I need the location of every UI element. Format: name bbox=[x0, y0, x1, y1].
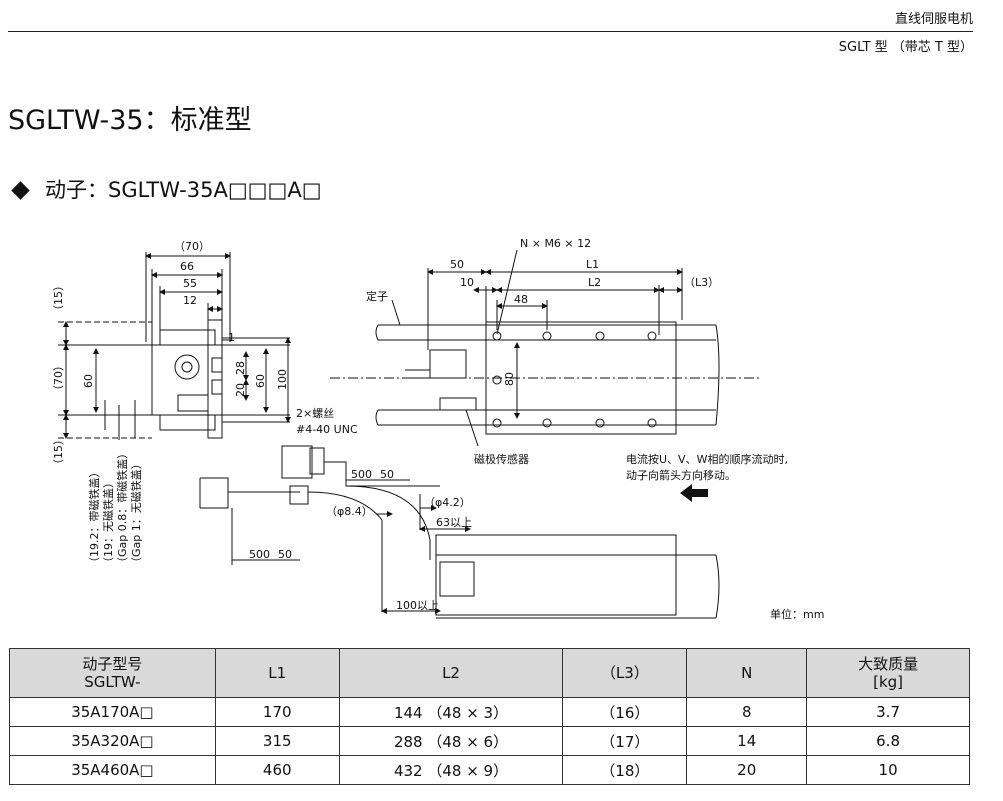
svg-text:60: 60 bbox=[82, 374, 95, 388]
svg-text:电流按U、V、W相的顺序流动时,: 电流按U、V、W相的顺序流动时, bbox=[626, 452, 788, 466]
svg-text:单位：mm: 单位：mm bbox=[770, 607, 824, 621]
svg-text:10: 10 bbox=[460, 276, 474, 289]
svg-text:#4-40 UNC: #4-40 UNC bbox=[296, 423, 358, 436]
svg-text:（L3）: （L3） bbox=[684, 276, 719, 289]
col-n: N bbox=[686, 648, 808, 698]
svg-text:（70）: （70） bbox=[174, 240, 210, 253]
svg-text:L1: L1 bbox=[586, 258, 599, 271]
direction-arrow-icon bbox=[680, 484, 708, 502]
svg-text:50: 50 bbox=[450, 258, 464, 271]
svg-text:动子向箭头方向移动。: 动子向箭头方向移动。 bbox=[626, 468, 736, 482]
svg-text:80: 80 bbox=[503, 372, 516, 386]
svg-text:20: 20 bbox=[234, 383, 247, 397]
svg-text:（φ4.2）: （φ4.2） bbox=[424, 496, 471, 509]
header-category: 直线伺服电机 bbox=[894, 12, 973, 27]
col-l3: （L3） bbox=[562, 648, 688, 698]
svg-text:（15）: （15） bbox=[52, 280, 65, 316]
col-l1: L1 bbox=[214, 648, 340, 698]
svg-text:50: 50 bbox=[278, 548, 292, 561]
svg-text:（70）: （70） bbox=[52, 360, 65, 396]
svg-text:（19.2：带磁铁盖）: （19.2：带磁铁盖） bbox=[87, 467, 101, 569]
svg-text:（Gap 1：无磁铁盖）: （Gap 1：无磁铁盖） bbox=[129, 458, 143, 568]
svg-text:28: 28 bbox=[234, 361, 247, 375]
mounting-holes bbox=[492, 331, 657, 428]
svg-text:50: 50 bbox=[380, 468, 394, 481]
svg-text:60: 60 bbox=[254, 374, 267, 388]
svg-text:100: 100 bbox=[276, 369, 289, 390]
table-row: 35A170A□ 170 144 （48 × 3） （16） 8 3.7 bbox=[9, 697, 970, 727]
svg-text:1: 1 bbox=[228, 331, 235, 344]
svg-text:（φ8.4）: （φ8.4） bbox=[326, 505, 373, 518]
svg-text:66: 66 bbox=[180, 260, 194, 273]
table-row: 35A320A□ 315 288 （48 × 6） （17） 14 6.8 bbox=[9, 726, 970, 756]
svg-text:55: 55 bbox=[183, 277, 197, 290]
svg-text:100以上: 100以上 bbox=[396, 599, 439, 612]
page-title: SGLTW-35：标准型 bbox=[8, 105, 252, 136]
table-row: 35A460A□ 460 432 （48 × 9） （18） 20 10 bbox=[9, 755, 970, 785]
svg-text:N × M6 × 12: N × M6 × 12 bbox=[520, 237, 591, 250]
connector-circle bbox=[174, 354, 200, 380]
section-heading-text: 动子：SGLTW-35A□□□A□ bbox=[45, 178, 322, 202]
svg-text:（19：无磁铁盖）: （19：无磁铁盖） bbox=[101, 477, 115, 568]
svg-text:12: 12 bbox=[183, 294, 197, 307]
svg-text:500: 500 bbox=[249, 548, 270, 561]
lower-view-body bbox=[435, 534, 677, 616]
svg-text:L2: L2 bbox=[588, 276, 601, 289]
header-rule bbox=[8, 31, 973, 32]
col-l2: L2 bbox=[338, 648, 564, 698]
svg-text:63以上: 63以上 bbox=[436, 516, 472, 529]
header-series: SGLT 型 （带芯 T 型） bbox=[838, 40, 973, 55]
svg-text:磁极传感器: 磁极传感器 bbox=[474, 452, 529, 466]
col-mass: 大致质量[kg] bbox=[806, 648, 970, 698]
svg-text:（15）: （15） bbox=[52, 434, 65, 470]
svg-text:500: 500 bbox=[351, 468, 372, 481]
svg-text:2×螺丝: 2×螺丝 bbox=[296, 407, 334, 420]
svg-text:48: 48 bbox=[514, 293, 528, 306]
dimension-drawing: （70） 66 55 12 1 28 20 60 100 （15） （70） 6… bbox=[52, 237, 824, 621]
svg-text:定子: 定子 bbox=[366, 289, 388, 303]
section-heading: 动子：SGLTW-35A□□□A□ bbox=[10, 174, 322, 204]
svg-text:（Gap 0.8：带磁铁盖）: （Gap 0.8：带磁铁盖） bbox=[115, 448, 129, 568]
